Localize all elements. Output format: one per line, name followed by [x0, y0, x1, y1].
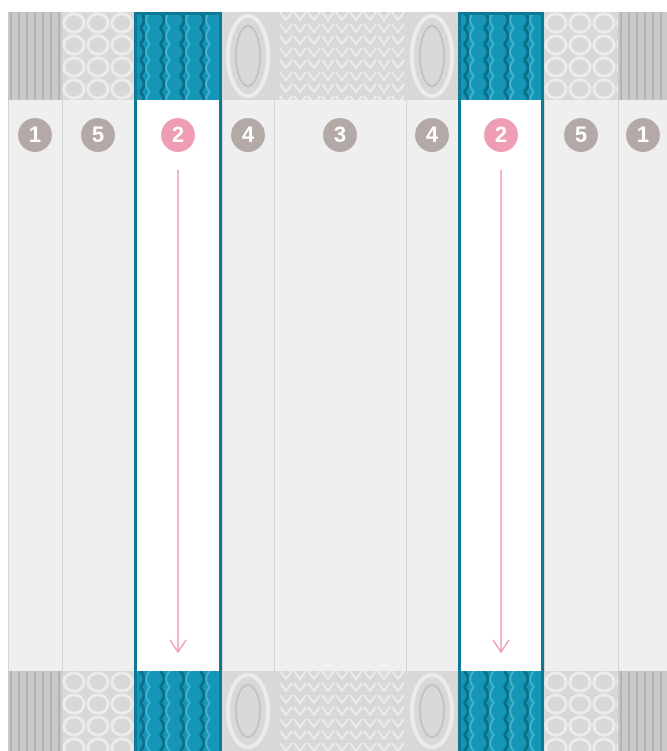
knit-texture-icon	[544, 671, 618, 751]
knit-texture-icon	[62, 12, 134, 100]
knit-texture-icon	[618, 671, 667, 751]
column-number-badge: 5	[81, 118, 115, 152]
column-panel	[274, 100, 406, 671]
pattern-column-7: 2	[458, 0, 544, 751]
down-arrow-icon	[491, 170, 511, 655]
pattern-column-3: 2	[134, 0, 222, 751]
knit-texture-icon	[458, 12, 544, 100]
column-number-badge: 4	[415, 118, 449, 152]
column-number-badge: 4	[231, 118, 265, 152]
pattern-column-1: 1	[8, 0, 62, 751]
pattern-column-5: 3	[274, 0, 406, 751]
down-arrow-icon	[168, 170, 188, 655]
column-number-badge: 2	[484, 118, 518, 152]
knit-texture-icon	[134, 12, 222, 100]
knit-texture-icon	[134, 671, 222, 751]
column-number-badge: 3	[323, 118, 357, 152]
knit-texture-icon	[62, 671, 134, 751]
knit-texture-icon	[8, 671, 62, 751]
pattern-column-8: 5	[544, 0, 618, 751]
column-panel	[406, 100, 458, 671]
column-number-badge: 1	[18, 118, 52, 152]
pattern-column-2: 5	[62, 0, 134, 751]
knit-texture-icon	[406, 12, 458, 100]
knit-texture-icon	[274, 12, 406, 100]
pattern-column-9: 1	[618, 0, 667, 751]
knit-texture-icon	[274, 671, 406, 751]
column-panel	[222, 100, 274, 671]
column-panel	[544, 100, 618, 671]
knit-texture-icon	[458, 671, 544, 751]
pattern-column-4: 4	[222, 0, 274, 751]
knit-texture-icon	[8, 12, 62, 100]
knit-texture-icon	[544, 12, 618, 100]
column-panel	[62, 100, 134, 671]
column-number-badge: 1	[626, 118, 660, 152]
column-number-badge: 2	[161, 118, 195, 152]
pattern-column-6: 4	[406, 0, 458, 751]
column-panel	[8, 100, 62, 671]
knit-texture-icon	[618, 12, 667, 100]
column-number-badge: 5	[564, 118, 598, 152]
knit-texture-icon	[222, 12, 274, 100]
knit-texture-icon	[222, 671, 274, 751]
knit-texture-icon	[406, 671, 458, 751]
column-panel	[618, 100, 667, 671]
